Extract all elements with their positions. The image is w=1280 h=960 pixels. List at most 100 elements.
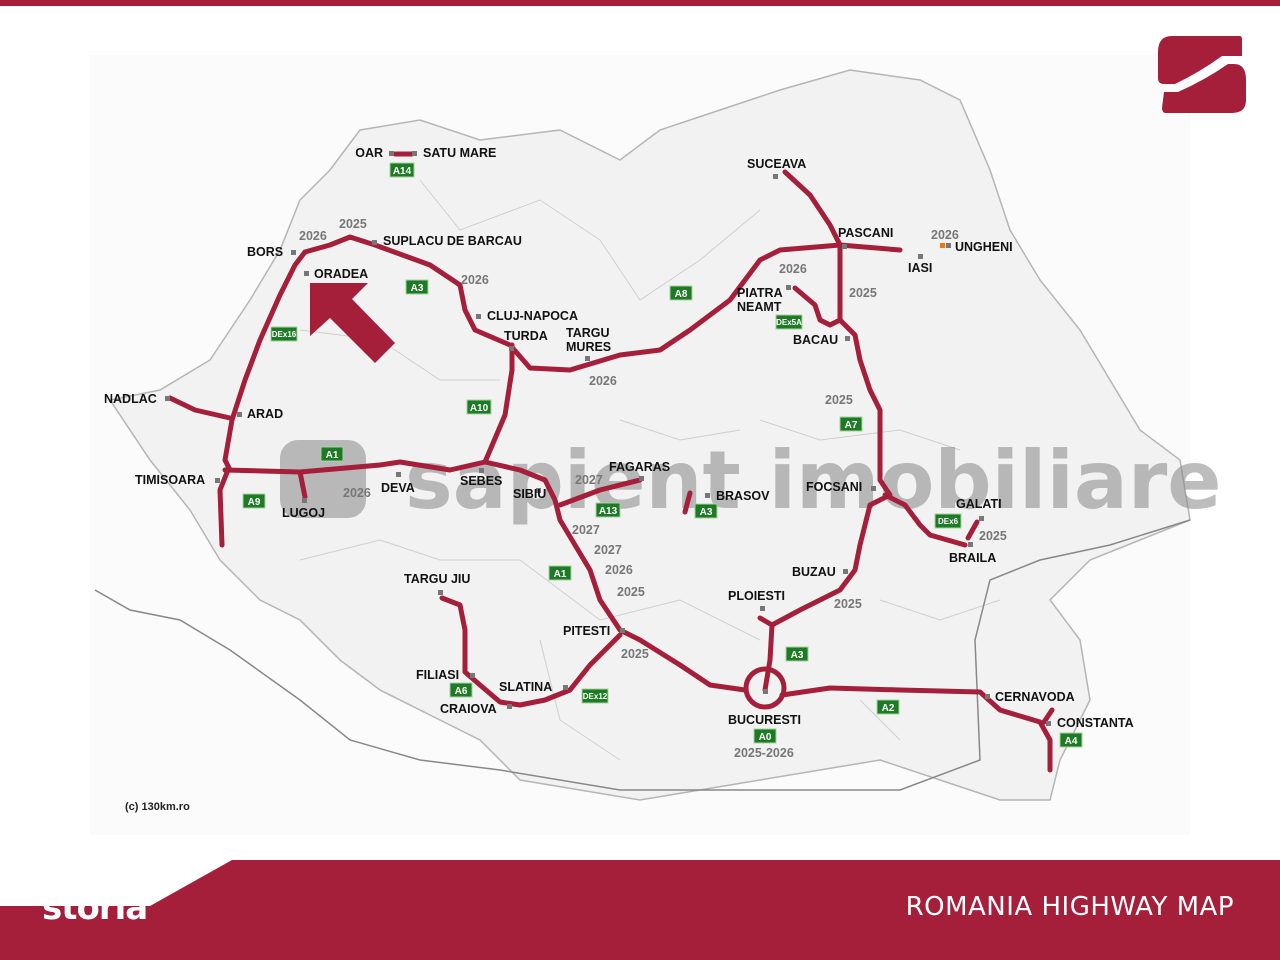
svg-text:A7: A7 xyxy=(845,420,858,431)
page-title: ROMANIA HIGHWAY MAP xyxy=(905,892,1234,922)
shield-a3: A3 xyxy=(405,279,429,295)
highway-a4 xyxy=(1041,707,1055,725)
city-label: CLUJ-NAPOCA xyxy=(487,309,578,323)
highway-a1 xyxy=(222,459,748,693)
city-label: IASI xyxy=(908,261,932,275)
danube-border xyxy=(94,519,1191,791)
svg-text:DEx12: DEx12 xyxy=(583,692,608,701)
city-label: PASCANI xyxy=(838,226,893,240)
city-label: SIBIU xyxy=(513,487,546,501)
svg-text:DEx16: DEx16 xyxy=(272,330,297,339)
city-labels: OAR SATU MARE SUCEAVA PASCANI UNGHENI IA… xyxy=(104,146,1134,730)
city-label: MURES xyxy=(566,340,611,354)
highway-a2 xyxy=(779,685,1053,773)
year-label: 2026 xyxy=(299,229,327,243)
highway-a3-ploiesti xyxy=(762,622,775,693)
shield-dex5a: DEx5A xyxy=(775,314,803,330)
year-label: 2025 xyxy=(849,286,877,300)
city-label: ARAD xyxy=(247,407,283,421)
city-label: BORS xyxy=(247,245,283,259)
city-label: SLATINA xyxy=(499,680,552,694)
footer-band xyxy=(0,860,1280,960)
city-label: PITESTI xyxy=(563,624,610,638)
city-markers xyxy=(165,151,1051,726)
shield-a4: A4 xyxy=(1059,732,1083,748)
city-label: SEBES xyxy=(460,474,502,488)
highway-dex6 xyxy=(965,519,980,541)
svg-text:A1: A1 xyxy=(554,569,567,580)
city-label: TURDA xyxy=(504,329,548,343)
highway-a3-brasov xyxy=(682,490,693,515)
year-label: 2026 xyxy=(779,262,807,276)
highway-a1-nadlac xyxy=(167,395,233,421)
city-label: BACAU xyxy=(793,333,838,347)
svg-text:A9: A9 xyxy=(248,497,261,508)
highway-dex5a xyxy=(792,285,843,328)
svg-text:A3: A3 xyxy=(791,650,804,661)
highway-a13 xyxy=(557,477,643,508)
highway-shields: A14 A3 DEx16 A8 DEx5A A7 A10 A1 A9 A13 A… xyxy=(242,162,1083,748)
city-label: CRAIOVA xyxy=(440,702,497,716)
city-label: GALATI xyxy=(956,497,1002,511)
romania-outline xyxy=(108,69,1191,801)
storia-logo: storia xyxy=(42,888,148,928)
city-label: TIMISOARA xyxy=(135,473,205,487)
shield-a0: A0 xyxy=(753,728,777,744)
svg-text:A8: A8 xyxy=(675,289,688,300)
year-label: 2025 xyxy=(621,647,649,661)
svg-text:A3: A3 xyxy=(700,507,713,518)
top-accent-bar xyxy=(0,0,1280,6)
shield-a7: A7 xyxy=(839,416,863,432)
year-label: 2027 xyxy=(575,473,603,487)
shield-a1: A1 xyxy=(320,446,344,462)
location-arrow-icon xyxy=(310,283,395,363)
year-label: 2026 xyxy=(461,273,489,287)
city-label: TARGU xyxy=(566,326,610,340)
year-label: 2025 xyxy=(617,585,645,599)
completion-years: 2025 2026 2026 2026 2026 2025 2026 2025 … xyxy=(299,217,1007,760)
svg-text:A10: A10 xyxy=(470,403,489,414)
city-label: BRASOV xyxy=(716,489,770,503)
svg-text:A6: A6 xyxy=(455,686,468,697)
highway-a6 xyxy=(439,595,623,708)
shield-a10: A10 xyxy=(466,399,492,415)
highway-dex16 xyxy=(222,249,308,473)
svg-text:DEx6: DEx6 xyxy=(938,517,959,526)
highway-a0-ring xyxy=(743,666,787,710)
map-credit: (c) 130km.ro xyxy=(125,801,190,813)
year-label: 2025-2026 xyxy=(734,746,794,760)
highway-a9 xyxy=(217,467,231,548)
city-label: CERNAVODA xyxy=(995,690,1075,704)
shield-a8: A8 xyxy=(669,285,693,301)
year-label: 2025 xyxy=(825,393,853,407)
year-label: 2025 xyxy=(339,217,367,231)
city-label: BUCURESTI xyxy=(728,713,801,727)
city-label: LUGOJ xyxy=(282,506,325,520)
city-label: ORADEA xyxy=(314,267,368,281)
city-label: SUPLACU DE BARCAU xyxy=(383,234,522,248)
city-label: SATU MARE xyxy=(423,146,496,160)
city-label: BRAILA xyxy=(949,551,996,565)
year-label: 2025 xyxy=(979,529,1007,543)
shield-a6: A6 xyxy=(449,682,473,698)
svg-text:DEx5A: DEx5A xyxy=(776,318,802,327)
shield-dex6: DEx6 xyxy=(934,513,962,529)
watermark-logo: sapient imobiliare xyxy=(280,434,1222,527)
city-label: DEVA xyxy=(381,481,415,495)
city-label: NADLAC xyxy=(104,392,157,406)
highway-a7 xyxy=(769,169,893,628)
shield-a9: A9 xyxy=(242,493,266,509)
highway-focsani-braila xyxy=(882,492,968,548)
highway-a10 xyxy=(482,342,515,465)
svg-text:A4: A4 xyxy=(1065,736,1078,747)
year-label: 2026 xyxy=(589,374,617,388)
year-label: 2026 xyxy=(343,486,371,500)
shield-a3: A3 xyxy=(694,503,718,519)
highway-lugoj-link xyxy=(297,469,308,500)
svg-text:A2: A2 xyxy=(882,703,895,714)
shield-dex12: DEx12 xyxy=(581,688,609,704)
svg-text:A14: A14 xyxy=(393,166,412,177)
year-label: 2027 xyxy=(594,543,622,557)
svg-text:A13: A13 xyxy=(599,506,618,517)
